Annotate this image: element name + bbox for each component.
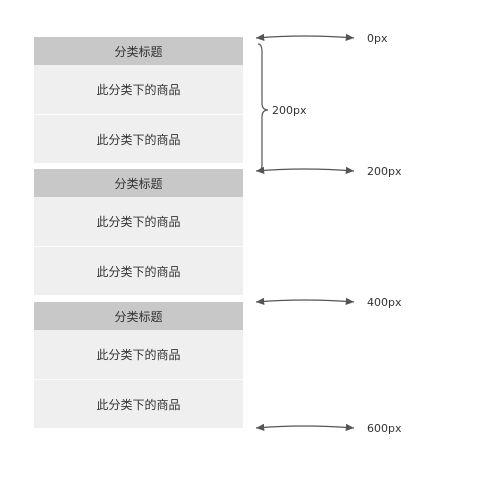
marker-label-0px: 0px [367,32,388,45]
category-title: 分类标题 [34,37,243,65]
marker-label-200px: 200px [367,165,402,178]
category-section-3: 分类标题 此分类下的商品 此分类下的商品 [34,302,243,428]
double-arrow-0px [255,33,355,41]
product-item[interactable]: 此分类下的商品 [34,379,243,428]
marker-label-400px: 400px [367,296,402,309]
marker-label-600px: 600px [367,422,402,435]
span-label: 200px [272,104,307,117]
category-section-2: 分类标题 此分类下的商品 此分类下的商品 [34,169,243,295]
product-item[interactable]: 此分类下的商品 [34,114,243,163]
product-item[interactable]: 此分类下的商品 [34,330,243,379]
double-arrow-600px [255,423,355,431]
product-item[interactable]: 此分类下的商品 [34,246,243,295]
category-title: 分类标题 [34,302,243,330]
product-item[interactable]: 此分类下的商品 [34,65,243,114]
double-arrow-200px [255,166,355,174]
category-title: 分类标题 [34,169,243,197]
curly-brace [257,43,269,172]
double-arrow-400px [255,297,355,305]
category-section-1: 分类标题 此分类下的商品 此分类下的商品 [34,37,243,163]
product-item[interactable]: 此分类下的商品 [34,197,243,246]
